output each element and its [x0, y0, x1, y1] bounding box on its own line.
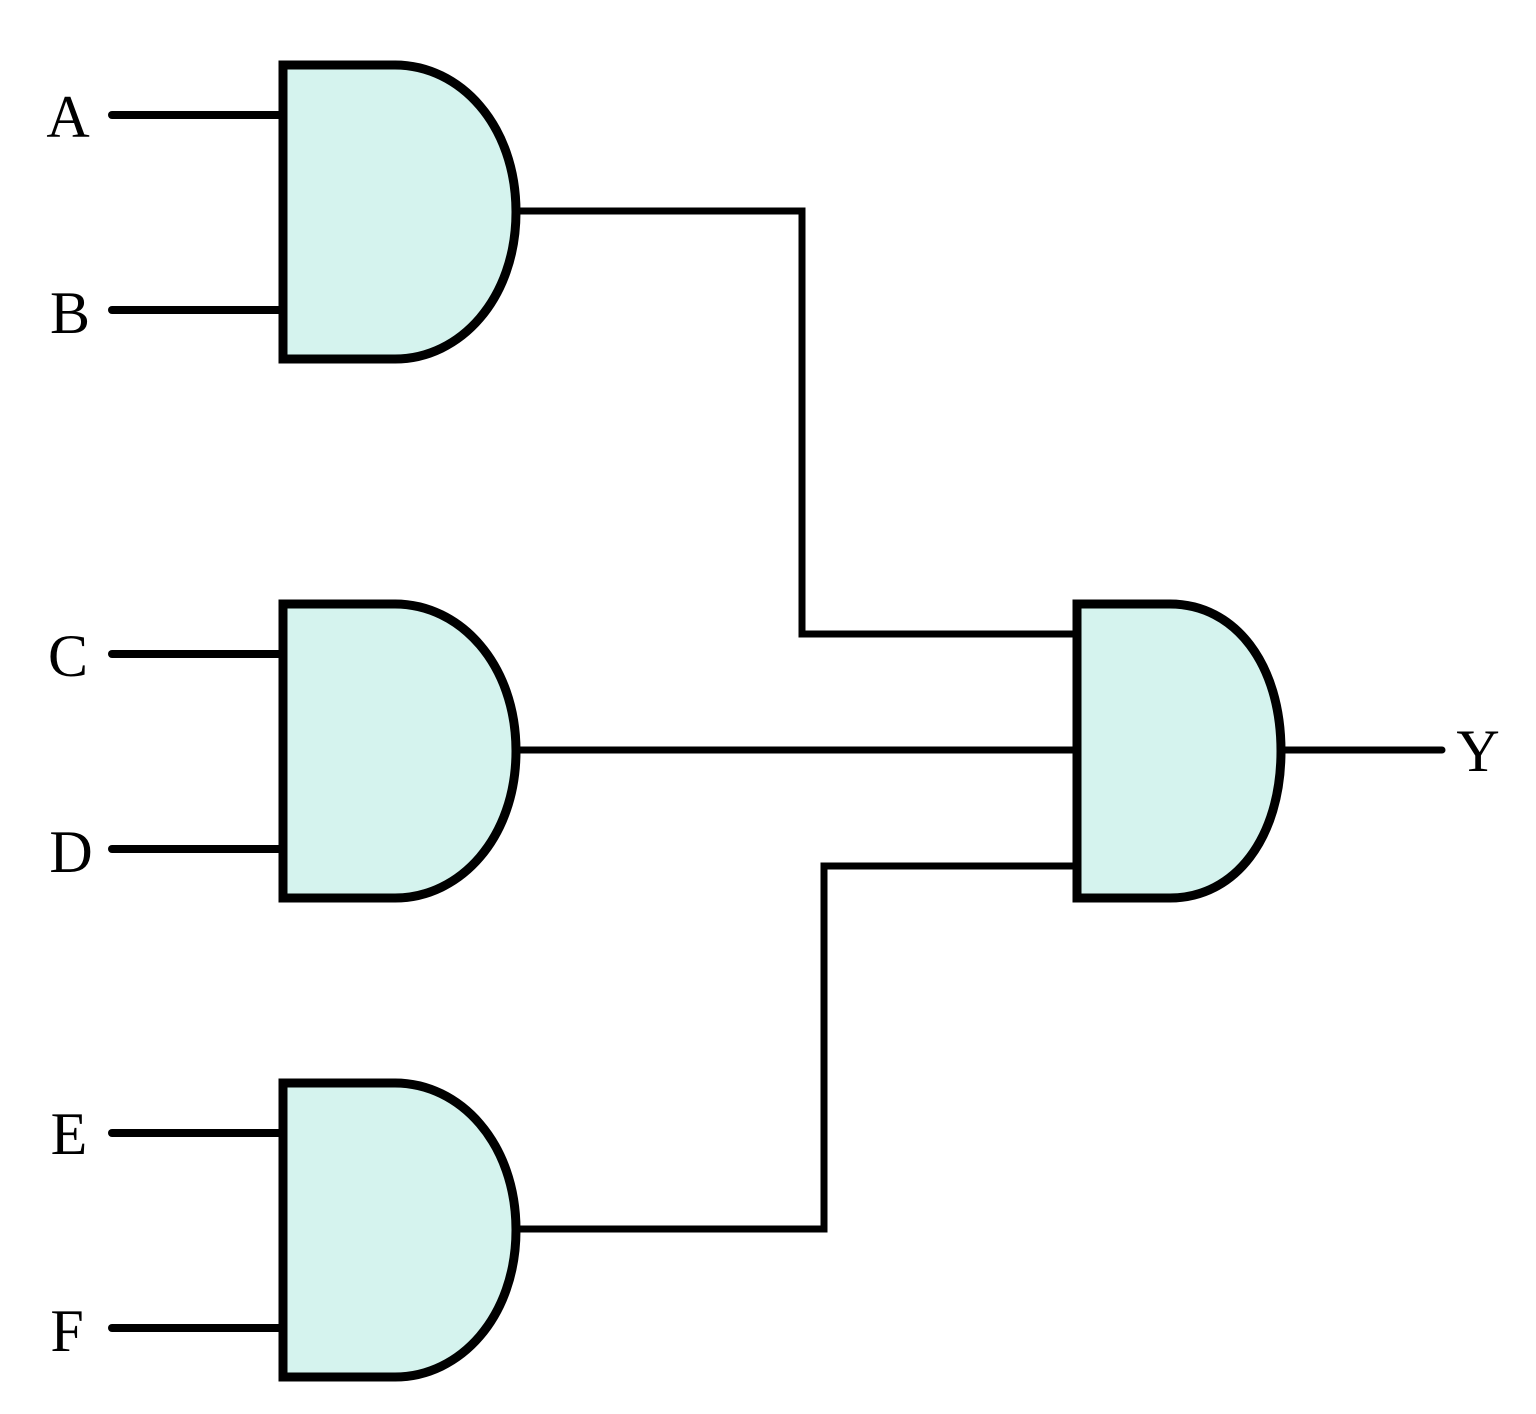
wire-gate1-to-gate4	[512, 207, 1082, 638]
and-gate-2	[278, 599, 521, 903]
label-input-c: C	[48, 623, 88, 689]
and-gate-1	[278, 60, 521, 364]
label-input-f: F	[50, 1298, 83, 1364]
label-input-d: D	[49, 819, 92, 885]
label-input-e: E	[51, 1101, 88, 1167]
label-input-a: A	[46, 84, 89, 150]
label-output-y: Y	[1456, 718, 1499, 784]
label-input-b: B	[50, 280, 90, 346]
and-gate-4	[1072, 599, 1286, 903]
and-gate-3	[278, 1078, 521, 1382]
wire-gate3-to-gate4	[512, 862, 1082, 1233]
